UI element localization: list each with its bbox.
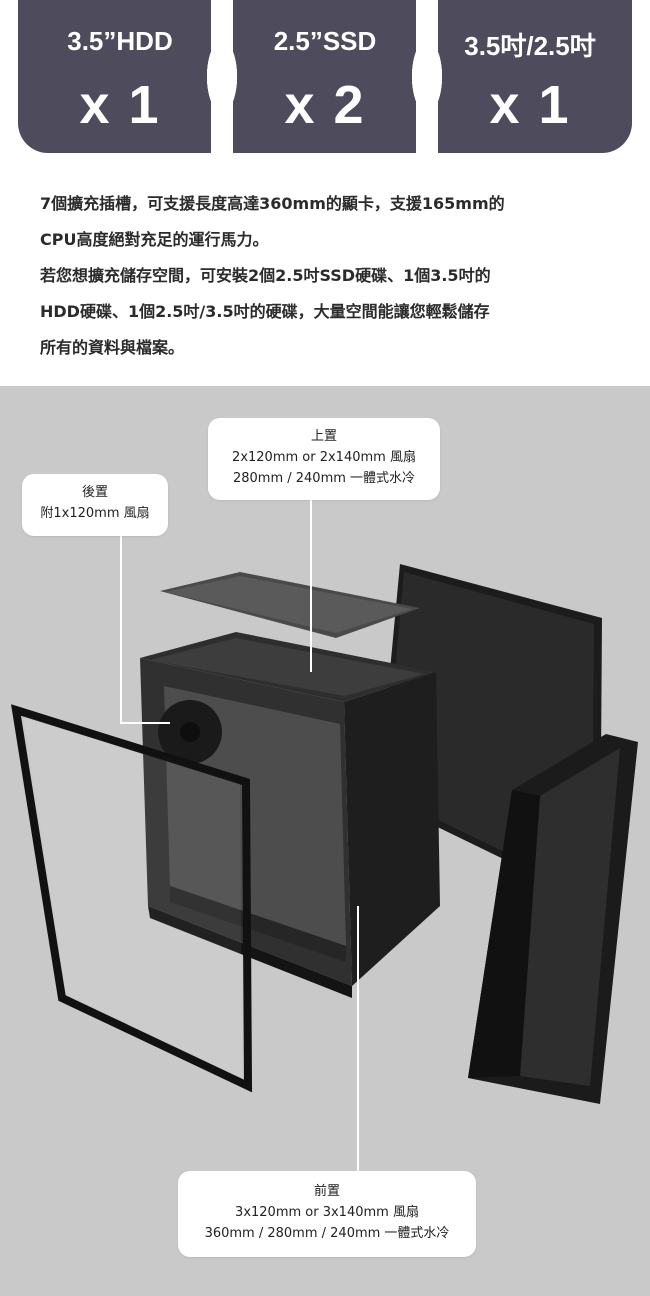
description-line: 若您想擴充儲存空間，可安裝2個2.5吋SSD硬碟、1個3.5吋的	[40, 266, 491, 285]
description-line: 所有的資料與檔案。	[40, 338, 185, 357]
callout-title: 前置	[313, 1184, 340, 1199]
spec-tile-quantity: x 1	[79, 75, 161, 135]
spec-tile-quantity: x 2	[284, 75, 366, 135]
rear-leader-line-horizontal	[120, 722, 170, 724]
front-mesh-panel-face	[520, 748, 620, 1086]
rear-fan-hub	[180, 722, 200, 742]
rear-leader-line	[120, 524, 122, 724]
front-leader-line	[357, 906, 359, 1174]
spec-tile-label: 2.5”SSD	[273, 26, 377, 56]
spec-tile-ssd: 2.5”SSD x 2	[223, 0, 427, 153]
spec-tile-label: 3.5”HDD	[67, 26, 173, 56]
product-description: 7個擴充插槽，可支援長度高達360mm的顯卡，支援165mm的 CPU高度絕對充…	[40, 186, 620, 366]
front-fan-callout: 前置 3x120mm or 3x140mm 風扇 360mm / 280mm /…	[178, 1171, 476, 1257]
callout-line: 280mm / 240mm 一體式水冷	[232, 471, 416, 486]
chassis-top-mesh	[150, 638, 424, 696]
spec-tile-divider	[402, 0, 452, 153]
description-line: 7個擴充插槽，可支援長度高達360mm的顯卡，支援165mm的	[40, 194, 505, 213]
spec-tile-divider	[197, 0, 247, 153]
top-dust-filter-mesh	[166, 576, 412, 633]
spec-tile-hdd: 3.5”HDD x 1	[18, 0, 222, 153]
pc-case-illustration	[11, 564, 638, 1104]
callout-title: 後置	[81, 485, 108, 500]
front-panel-vent-strip	[468, 790, 540, 1078]
top-fan-callout: 上置 2x120mm or 2x140mm 風扇 280mm / 240mm 一…	[208, 418, 440, 500]
psu-shroud	[170, 886, 346, 962]
spec-tile-quantity: x 1	[489, 75, 571, 135]
description-line: CPU高度絕對充足的運行馬力。	[40, 230, 269, 249]
exploded-case-view: 上置 2x120mm or 2x140mm 風扇 280mm / 240mm 一…	[0, 386, 650, 1296]
callout-title: 上置	[310, 429, 337, 444]
glass-side-panel-pane	[24, 716, 242, 1078]
glass-side-panel	[11, 704, 253, 1093]
description-line: HDD硬碟、1個2.5吋/3.5吋的硬碟，大量空間能讓您輕鬆儲存	[40, 302, 490, 321]
spec-tile-label: 3.5吋/2.5吋	[464, 31, 596, 61]
top-leader-line	[310, 496, 312, 672]
spec-tile-combo: 3.5吋/2.5吋 x 1	[428, 0, 632, 153]
spec-tiles-background	[18, 0, 632, 153]
chassis-front-frame	[344, 672, 440, 986]
rear-fan-callout: 後置 附1x120mm 風扇	[22, 474, 168, 536]
storage-spec-tiles: 3.5”HDD x 1 2.5”SSD x 2 3.5吋/2.5吋 x 1	[18, 0, 632, 153]
callout-line: 附1x120mm 風扇	[40, 506, 150, 521]
callout-line: 360mm / 280mm / 240mm 一體式水冷	[204, 1226, 450, 1241]
callout-line: 2x120mm or 2x140mm 風扇	[232, 450, 416, 465]
callout-line: 3x120mm or 3x140mm 風扇	[235, 1205, 419, 1220]
